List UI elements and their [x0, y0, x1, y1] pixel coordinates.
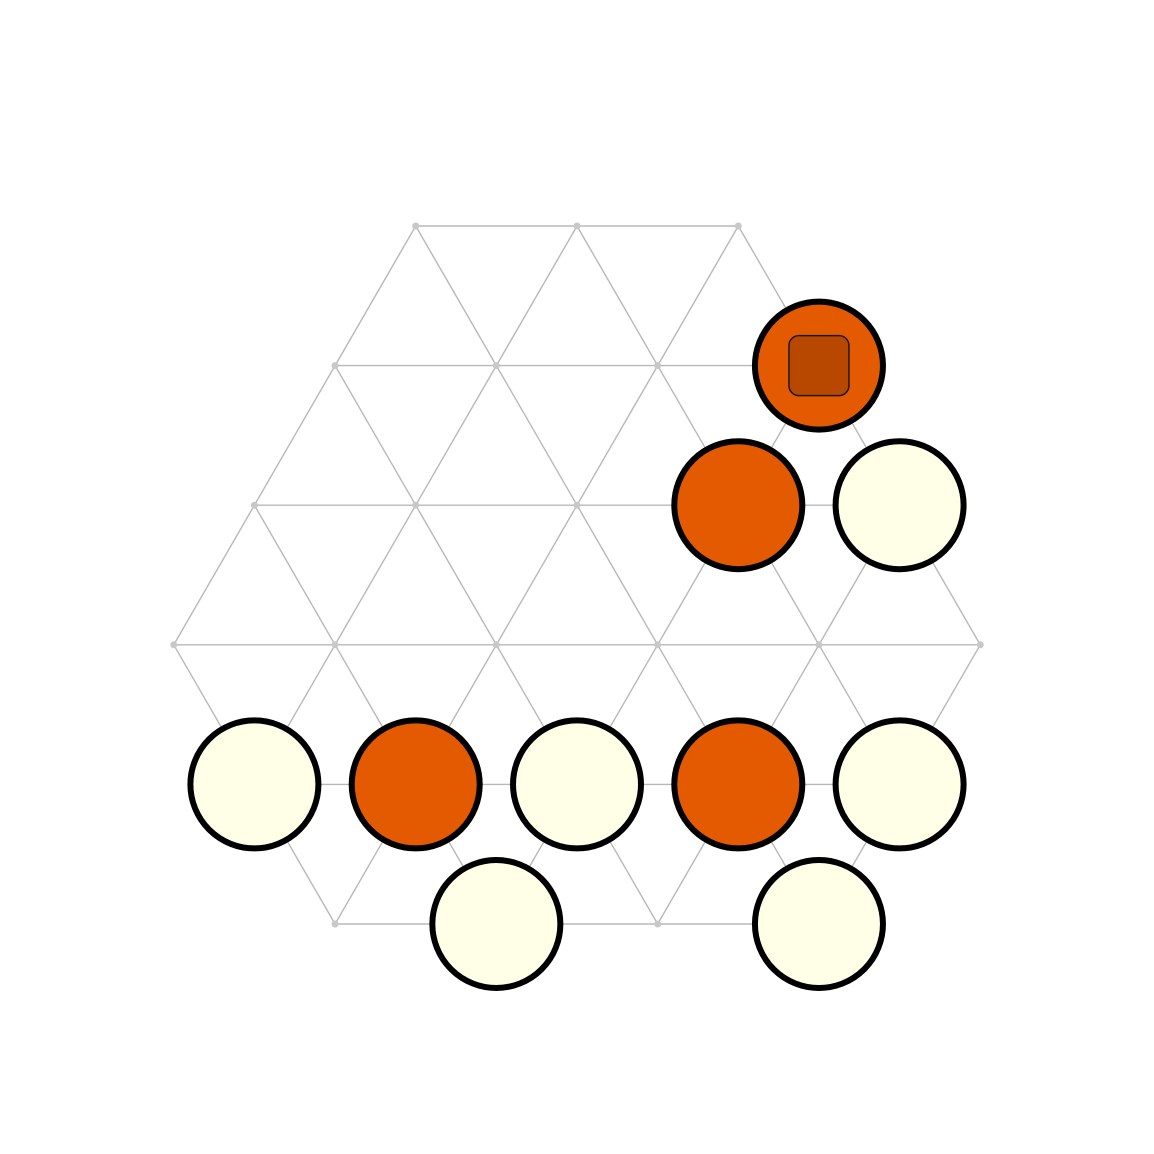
board-cell-node[interactable]: [492, 641, 500, 649]
board-cell-node[interactable]: [492, 362, 500, 370]
board-cell-node[interactable]: [331, 641, 339, 649]
cream-piece-disc[interactable]: [751, 857, 886, 991]
grid-line: [415, 365, 497, 506]
board-cell-node[interactable]: [412, 222, 420, 230]
cream-piece-disc[interactable]: [832, 717, 967, 852]
cream-piece-disc[interactable]: [832, 438, 967, 573]
board-cell-node[interactable]: [331, 920, 339, 928]
orange-piece[interactable]: [671, 717, 806, 852]
grid-line: [173, 504, 256, 646]
grid-line: [657, 225, 739, 366]
board-cell-node[interactable]: [412, 501, 420, 509]
cream-piece[interactable]: [187, 717, 322, 852]
board-cell-node[interactable]: [654, 920, 662, 928]
grid-line: [334, 504, 417, 646]
grid-line: [576, 225, 659, 366]
last-move-marker-icon: [788, 334, 850, 397]
board-cell-node[interactable]: [331, 362, 339, 370]
orange-piece[interactable]: [348, 717, 483, 852]
board-cell-node[interactable]: [734, 222, 742, 230]
grid-line: [253, 365, 336, 506]
board-cell-node[interactable]: [250, 501, 258, 509]
grid-line: [495, 365, 578, 506]
grid-line: [576, 365, 659, 506]
cream-piece[interactable]: [510, 717, 644, 852]
orange-piece[interactable]: [751, 298, 886, 433]
grid-line: [495, 225, 578, 366]
orange-piece-disc[interactable]: [671, 717, 806, 852]
board-cell-node[interactable]: [170, 641, 178, 649]
grid-line: [253, 504, 336, 646]
cream-piece[interactable]: [429, 857, 564, 991]
grid-line: [415, 225, 497, 366]
cream-piece-disc[interactable]: [510, 717, 644, 852]
cream-piece[interactable]: [832, 438, 967, 573]
board-cell-node[interactable]: [976, 641, 984, 649]
grid-line: [415, 504, 497, 646]
board-cell-node[interactable]: [573, 501, 581, 509]
cream-piece-disc[interactable]: [429, 857, 564, 991]
cream-piece[interactable]: [832, 717, 967, 852]
grid-line: [334, 365, 417, 506]
grid-line: [495, 504, 578, 646]
cream-piece[interactable]: [751, 857, 886, 991]
orange-piece-disc[interactable]: [348, 717, 483, 852]
cream-piece-disc[interactable]: [187, 717, 322, 852]
orange-piece[interactable]: [671, 438, 806, 573]
board-cell-node[interactable]: [654, 641, 662, 649]
board-cell-node[interactable]: [815, 641, 823, 649]
grid-line: [334, 225, 417, 366]
board-cell-node[interactable]: [654, 362, 662, 370]
board-cell-node[interactable]: [573, 222, 581, 230]
orange-piece-disc[interactable]: [671, 438, 806, 573]
board-pieces: [187, 298, 967, 991]
grid-line: [576, 504, 659, 646]
